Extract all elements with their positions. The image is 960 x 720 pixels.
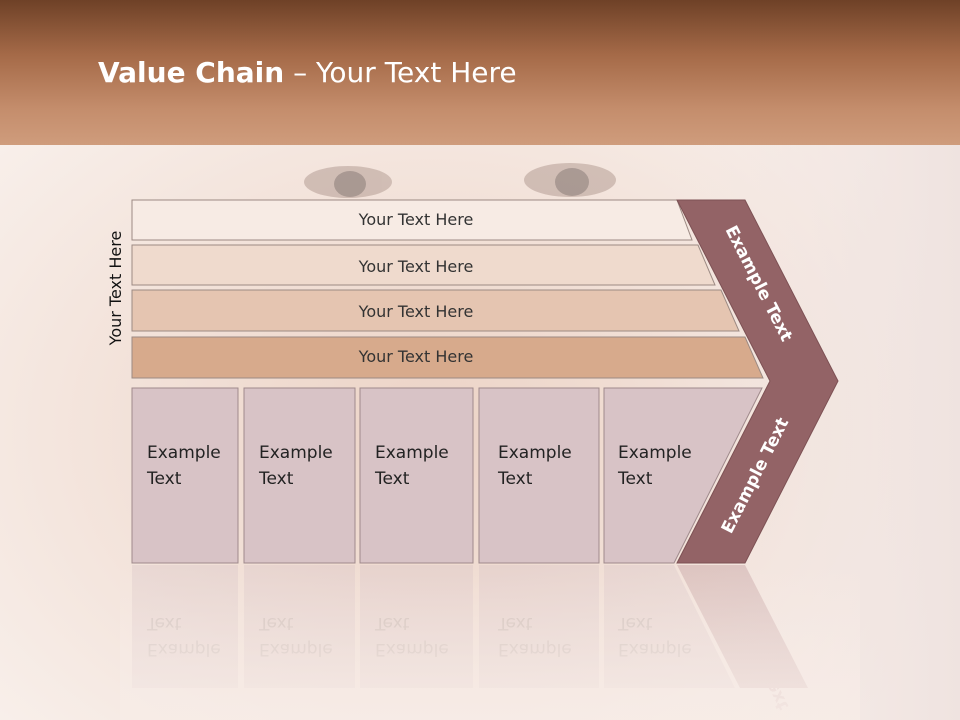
bar-1: Your Text Here: [131, 199, 693, 241]
reflection-fade: [120, 566, 860, 720]
title-rest: – Your Text Here: [284, 56, 517, 89]
bar-2-label: Your Text Here: [358, 257, 474, 276]
box-1-line2: Text: [146, 469, 182, 489]
bar-3-label: Your Text Here: [358, 302, 474, 321]
bar-3-shape: [131, 289, 740, 332]
box-1-shape: [131, 387, 239, 564]
title-banner: Value Chain – Your Text Here: [0, 0, 960, 145]
box-4-line1: Example: [498, 443, 572, 463]
box-4-shape: [478, 387, 600, 564]
box-1-line1: Example: [147, 443, 221, 463]
bar-4: Your Text Here: [131, 336, 764, 379]
slide-title: Value Chain – Your Text Here: [98, 56, 517, 89]
eye-right-decoration: [524, 163, 616, 197]
bar-1-shape: [131, 199, 693, 241]
box-5-shape: [603, 387, 763, 564]
box-5-line1: Example: [618, 443, 692, 463]
bar-2-shape: [131, 244, 716, 286]
box-4-line2: Text: [497, 469, 533, 489]
box-2-shape: [243, 387, 356, 564]
box-2-line2: Text: [258, 469, 294, 489]
box-5-line2: Text: [617, 469, 653, 489]
bar-4-shape: [131, 336, 764, 379]
box-3-shape: [359, 387, 474, 564]
side-label: Your Text Here: [106, 231, 125, 347]
chevron-shape: [676, 199, 839, 564]
box-3-line1: Example: [375, 443, 449, 463]
box-2-line1: Example: [259, 443, 333, 463]
box-3-line2: Text: [374, 469, 410, 489]
title-bold: Value Chain: [98, 56, 285, 89]
bar-2: Your Text Here: [131, 244, 716, 286]
bar-3: Your Text Here: [131, 289, 740, 332]
bar-4-label: Your Text Here: [358, 347, 474, 366]
eye-left-decoration: [304, 166, 392, 198]
bar-1-label: Your Text Here: [358, 210, 474, 229]
